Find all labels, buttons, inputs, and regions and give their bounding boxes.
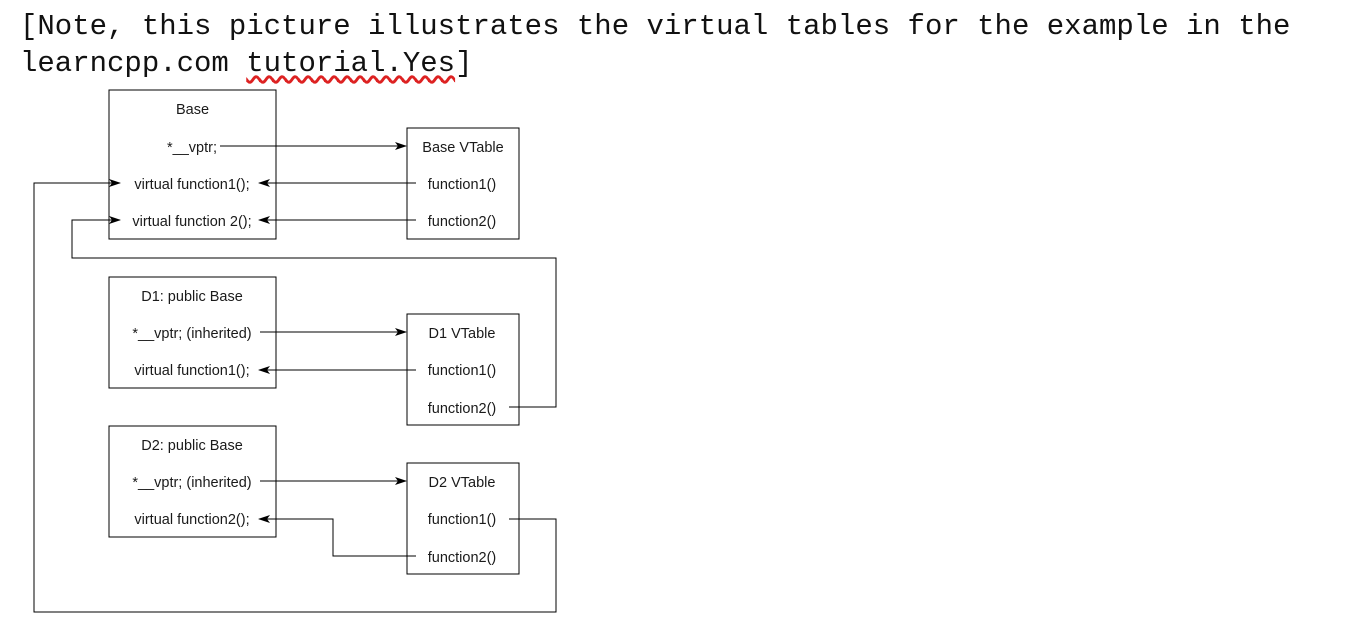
d2-vtable-title: D2 VTable [429, 475, 496, 491]
base-class-title: Base [176, 102, 209, 118]
d1-vtable-title: D1 VTable [429, 326, 496, 342]
d1-vtable-function2: function2() [428, 401, 497, 417]
d1-vtable-function1: function1() [428, 363, 497, 379]
d2-class-title: D2: public Base [141, 438, 243, 454]
d2-vtable-function2: function2() [428, 550, 497, 566]
d2-vtable-function1: function1() [428, 512, 497, 528]
d2-vtable-function2-arrow [258, 515, 416, 557]
d2-function2-label: virtual function2(); [134, 512, 249, 528]
d2-vptr-label: *__vptr; (inherited) [132, 475, 251, 491]
note-main-text: Note, this picture illustrates the virtu… [20, 10, 1291, 80]
spellcheck-flagged-text[interactable]: tutorial.Yes [246, 47, 456, 80]
d2-class-box [108, 425, 277, 538]
base-function1-label: virtual function1(); [134, 177, 249, 193]
base-function2-label: virtual function 2(); [132, 214, 251, 230]
base-class-box [108, 89, 277, 240]
d2-vtable-box [406, 462, 520, 575]
note-close-bracket: ] [455, 47, 473, 80]
base-vtable-title: Base VTable [422, 140, 503, 156]
base-vtable-function2: function2() [428, 214, 497, 230]
base-vtable-box [406, 127, 520, 240]
d1-function1-label: virtual function1(); [134, 363, 249, 379]
note-open-bracket: [ [20, 10, 38, 43]
note-text: [Note, this picture illustrates the virt… [20, 8, 1340, 82]
d1-class-title: D1: public Base [141, 289, 243, 305]
d2-function1-to-base-function1-connector [33, 179, 557, 613]
base-vtable-function1: function1() [428, 177, 497, 193]
d1-function2-to-base-function2-connector [71, 216, 557, 408]
base-vptr-label: *__vptr; [167, 140, 217, 156]
d1-vtable-box [406, 313, 520, 426]
d1-vptr-label: *__vptr; (inherited) [132, 326, 251, 342]
